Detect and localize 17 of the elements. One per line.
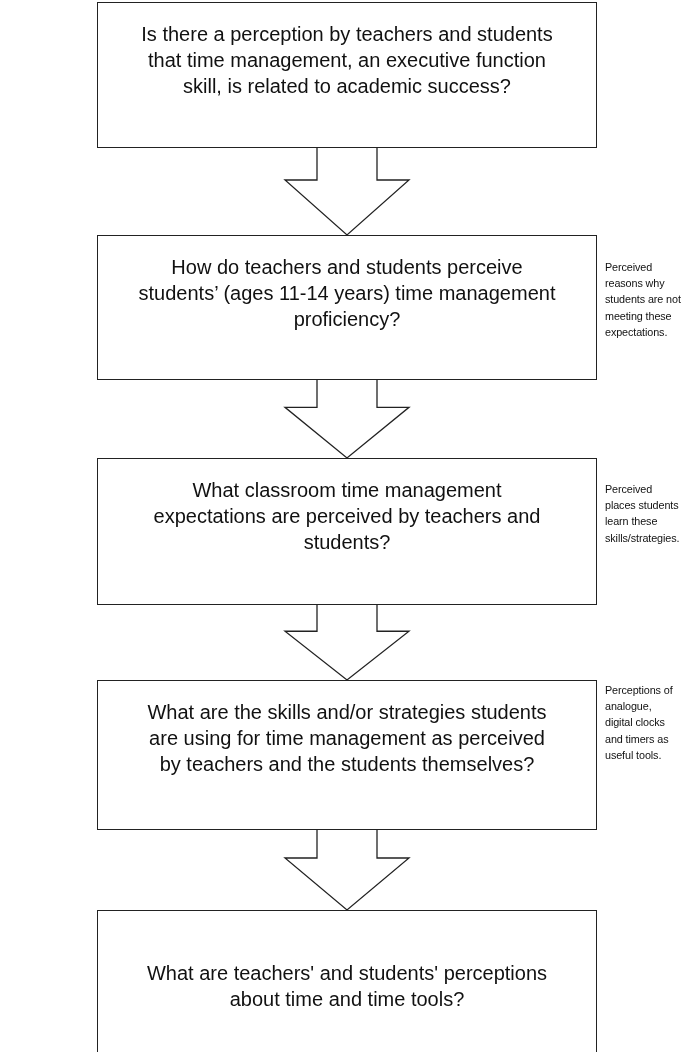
question-text: What are teachers' and students' perceptions about time and time tools? [145,961,549,1012]
question-box [97,910,597,1052]
question-box [97,458,597,605]
question-box [97,2,597,148]
question-text: How do teachers and students perceive students’ (ages 11-14 years) time management proficiency? [138,255,556,332]
block-arrow [283,147,411,236]
question-text: What classroom time management expectations are perceived by teachers and students? [152,478,542,555]
side-note: Perceived places students learn these skills/strategies. [605,482,681,546]
block-arrow [283,604,411,681]
question-box [97,235,597,380]
side-note: Perceived reasons why students are not meeting these expectations. [605,260,681,340]
question-text: Is there a perception by teachers and students that time management, an executive function skill, is related to academic success? [140,22,554,99]
question-text: What are the skills and/or strategies students are using for time management as perceived by teachers and the students themselves? [146,700,548,777]
block-arrow [283,829,411,911]
block-arrow [283,379,411,459]
question-box [97,680,597,830]
side-note: Perceptions of analogue, digital clocks and timers as useful tools. [605,683,674,763]
